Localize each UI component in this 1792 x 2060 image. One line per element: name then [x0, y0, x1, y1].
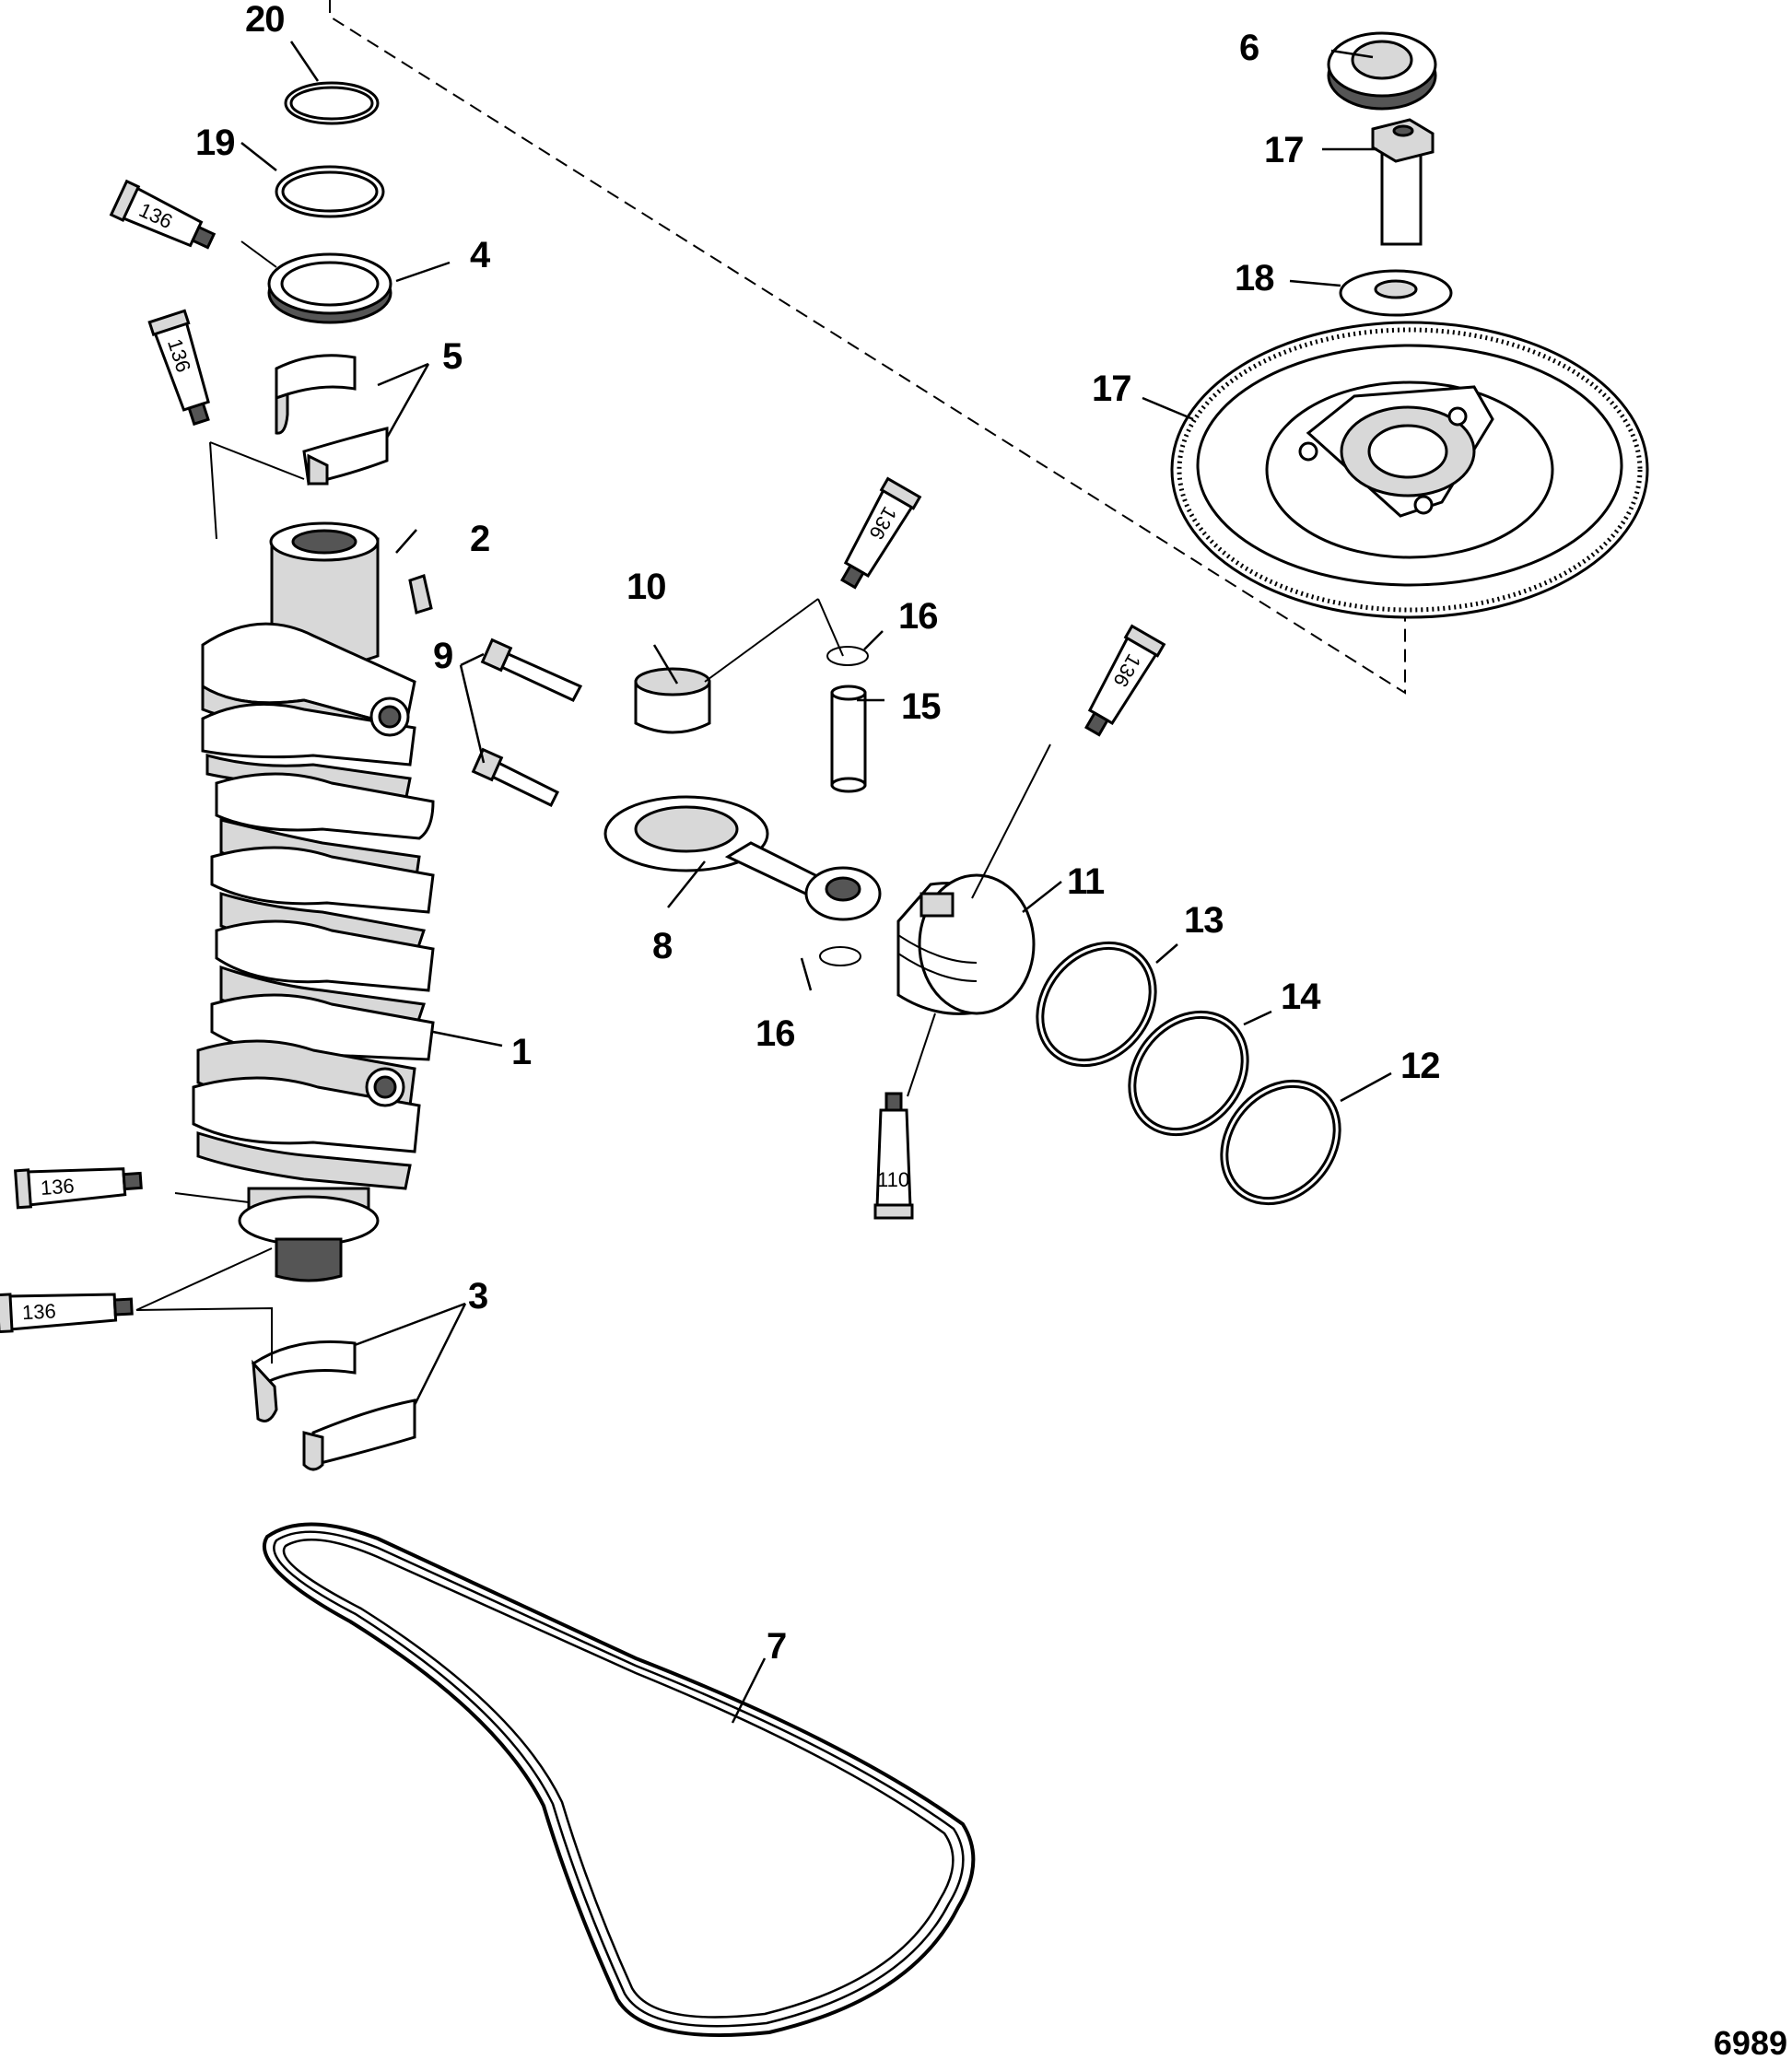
clip-16-lower — [819, 946, 861, 966]
bearing-halves-3 — [251, 1340, 416, 1471]
piston-11 — [896, 873, 1036, 1015]
alignment-dashed-line — [329, 0, 1406, 695]
crankshaft-1 — [192, 521, 435, 1282]
clip-16-upper — [826, 646, 869, 666]
callout-20: 19 — [195, 123, 235, 163]
seal-4 — [267, 252, 392, 324]
callout-18: 17 — [1264, 130, 1304, 170]
lubricant-tube-1: 136 — [109, 179, 217, 250]
callout-14: 14 — [1281, 977, 1321, 1017]
piston-pin-15 — [830, 685, 867, 793]
lubricant-tube-8: 110 — [873, 1092, 914, 1220]
bolt-18 — [1371, 118, 1435, 246]
lubricant-tube-3: 136 — [840, 476, 922, 590]
callout-2: 2 — [470, 519, 489, 559]
callout-16-upper: 16 — [898, 596, 938, 637]
rod-bearing-10 — [634, 667, 711, 734]
callout-17: 17 — [1092, 369, 1131, 409]
cap-6 — [1327, 31, 1437, 111]
callout-12: 12 — [1400, 1046, 1440, 1086]
drive-belt-7 — [262, 1522, 976, 2038]
callout-16-lower: 16 — [755, 1013, 795, 1054]
lubricant-tube-5-label: 136 — [40, 1174, 75, 1200]
piston-ring-12-inner — [1225, 1084, 1336, 1200]
ring-20 — [275, 165, 385, 218]
key-2 — [408, 574, 433, 614]
callout-19: 18 — [1235, 258, 1274, 298]
lubricant-tube-2: 136 — [147, 309, 210, 427]
callout-4: 4 — [470, 235, 491, 275]
callout-8: 8 — [652, 926, 673, 966]
piston-ring-14-inner — [1133, 1015, 1244, 1131]
callout-5: 5 — [442, 336, 463, 377]
callout-7: 7 — [767, 1626, 786, 1667]
washer-19 — [1339, 269, 1453, 317]
callout-9: 9 — [433, 636, 452, 676]
flywheel-17 — [1170, 321, 1649, 619]
piston-ring-13-inner — [1041, 946, 1152, 1062]
lubricant-tube-4: 136 — [1084, 624, 1166, 737]
lubricant-tube-6: 136 — [0, 1293, 134, 1334]
lubricant-tube-5: 136 — [14, 1167, 143, 1210]
callout-1: 1 — [511, 1032, 532, 1072]
callout-15: 15 — [901, 686, 941, 727]
retaining-ring-21 — [284, 81, 380, 125]
callout-3: 3 — [468, 1276, 487, 1317]
callout-11: 11 — [1067, 861, 1105, 902]
connecting-rod-8 — [603, 795, 882, 921]
callout-10: 10 — [627, 567, 666, 607]
callout-13: 13 — [1184, 900, 1224, 941]
callout-6: 6 — [1239, 28, 1259, 68]
document-number: 6989 — [1714, 2024, 1787, 2060]
callout-21: 20 — [245, 0, 285, 40]
tube-leader-lines — [135, 240, 1051, 1364]
bearing-halves-5 — [275, 354, 389, 486]
bolts-9 — [471, 638, 583, 807]
lubricant-tube-8-label: 110 — [877, 1168, 909, 1191]
callout-leader-lines — [240, 41, 1392, 1724]
lubricant-tube-6-label: 136 — [21, 1299, 56, 1324]
